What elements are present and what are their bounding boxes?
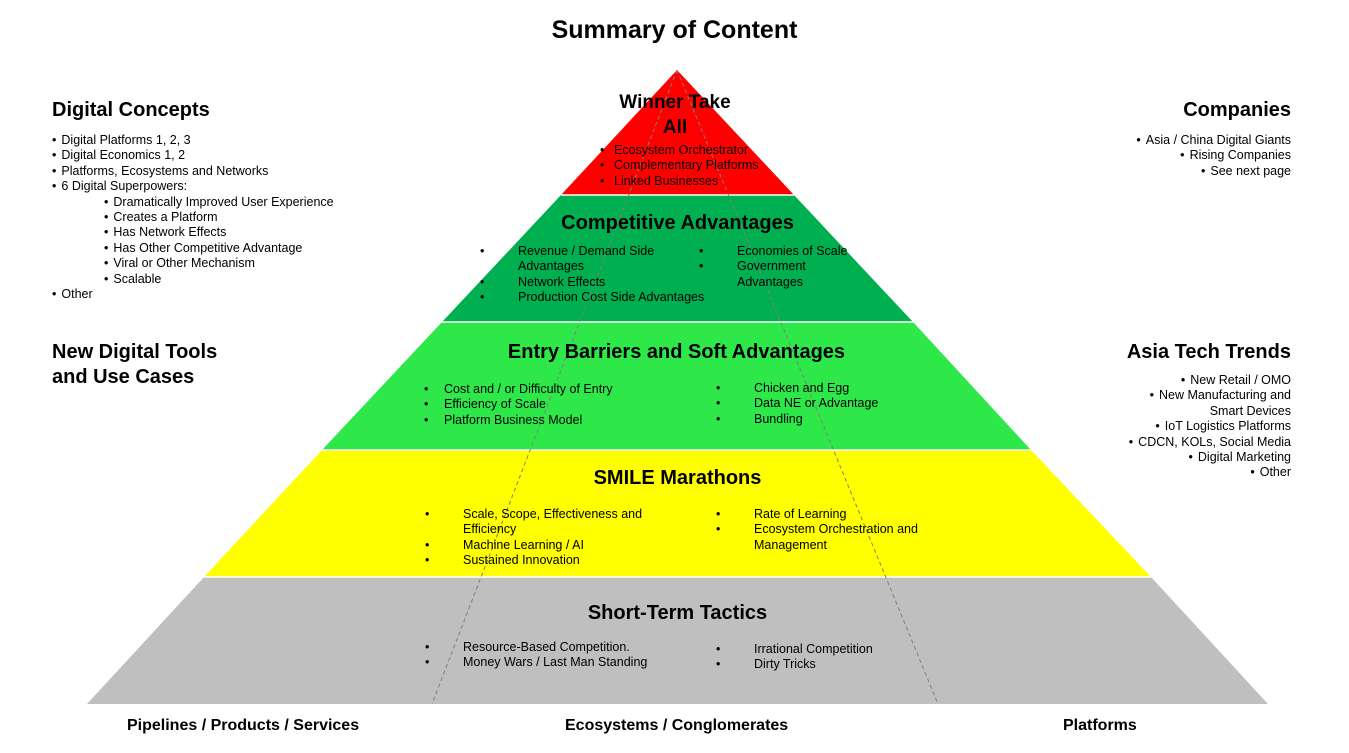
list-item: Rising Companies — [1136, 148, 1291, 163]
companies-list: Asia / China Digital Giants Rising Compa… — [1136, 133, 1291, 179]
layer-short-term-tactics — [87, 577, 1268, 704]
entry-barriers-right-list: Chicken and Egg Data NE or Advantage Bun… — [716, 381, 878, 428]
list-item-continuation: Advantages — [518, 259, 585, 274]
list-item: Rate of Learning — [716, 507, 918, 523]
competitive-advantages-heading: Competitive Advantages — [561, 212, 794, 234]
list-item: Other — [1129, 465, 1291, 480]
heading-line: Winner Take — [619, 92, 731, 113]
companies-heading: Companies — [1183, 99, 1291, 121]
list-item: Government — [699, 259, 847, 275]
list-subitem: Dramatically Improved User Experience — [52, 195, 333, 210]
list-item: Network Effects — [480, 275, 704, 291]
list-item: See next page — [1136, 164, 1291, 179]
list-item: CDCN, KOLs, Social Media — [1129, 435, 1291, 450]
list-item: Money Wars / Last Man Standing — [425, 655, 647, 671]
list-item-continuation: Management — [754, 537, 827, 552]
list-item: Economies of Scale — [699, 244, 847, 260]
list-item: Sustained Innovation — [425, 553, 642, 569]
list-item: Asia / China Digital Giants — [1136, 133, 1291, 148]
smile-marathons-left-list: Scale, Scope, Effectiveness and Efficien… — [425, 507, 642, 569]
list-item: Ecosystem Orchestrator — [600, 143, 759, 159]
list-item-continuation: Efficiency — [463, 522, 517, 537]
digital-concepts-list: Digital Platforms 1, 2, 3 Digital Econom… — [52, 133, 334, 302]
list-item: IoT Logistics Platforms — [1129, 419, 1291, 434]
short-term-tactics-left-list: Resource-Based Competition. Money Wars /… — [425, 640, 647, 671]
list-item: Machine Learning / AI — [425, 538, 642, 554]
list-item-continuation: Advantages — [737, 274, 804, 289]
list-item: Digital Marketing — [1129, 450, 1291, 465]
list-subitem: Creates a Platform — [52, 210, 334, 225]
smile-marathons-right-list: Rate of Learning Ecosystem Orchestration… — [716, 507, 918, 553]
short-term-tactics-right-list: Irrational Competition Dirty Tricks — [716, 642, 873, 673]
list-item: Other — [52, 287, 334, 302]
list-item: 6 Digital Superpowers: — [52, 179, 334, 194]
winner-take-all-heading: Winner Take All — [575, 90, 775, 140]
entry-barriers-left-list: Cost and / or Difficulty of Entry Effici… — [424, 382, 613, 429]
list-subitem: Scalable — [52, 272, 334, 287]
competitive-advantages-right-list: Economies of Scale Government Advantages — [699, 244, 847, 290]
digital-concepts-heading: Digital Concepts — [52, 99, 210, 121]
bottom-label-platforms: Platforms — [1063, 717, 1137, 734]
list-item: Cost and / or Difficulty of Entry — [424, 382, 613, 398]
list-item: Dirty Tricks — [716, 657, 873, 673]
list-item: Platforms, Ecosystems and Networks — [52, 164, 334, 179]
bottom-label-ecosystems: Ecosystems / Conglomerates — [565, 717, 789, 734]
new-digital-tools-heading: New Digital Tools and Use Cases — [52, 340, 217, 390]
list-item: Digital Economics 1, 2 — [52, 148, 334, 163]
smile-marathons-heading: SMILE Marathons — [593, 467, 762, 489]
list-item: Revenue / Demand Side — [480, 244, 704, 260]
heading-line: New Digital Tools — [52, 341, 218, 363]
list-item: Resource-Based Competition. — [425, 640, 647, 656]
list-item: Data NE or Advantage — [716, 396, 878, 412]
heading-line: All — [662, 117, 688, 138]
bottom-label-pipelines: Pipelines / Products / Services — [127, 717, 360, 734]
list-item: Production Cost Side Advantages — [480, 290, 704, 306]
list-item: Irrational Competition — [716, 642, 873, 658]
entry-barriers-heading: Entry Barriers and Soft Advantages — [507, 341, 846, 363]
short-term-tactics-heading: Short-Term Tactics — [587, 602, 768, 624]
list-item-continuation: Smart Devices — [1209, 403, 1291, 418]
asia-tech-trends-heading: Asia Tech Trends — [1126, 341, 1291, 363]
list-item: Platform Business Model — [424, 413, 613, 429]
list-subitem: Viral or Other Mechanism — [52, 256, 334, 271]
list-item: Scale, Scope, Effectiveness and — [425, 507, 642, 523]
heading-line: and Use Cases — [52, 366, 195, 388]
list-item: Efficiency of Scale — [424, 397, 613, 413]
competitive-advantages-left-list: Revenue / Demand Side Advantages Network… — [480, 244, 704, 306]
list-item: New Retail / OMO — [1129, 373, 1291, 388]
list-item: New Manufacturing and — [1129, 388, 1291, 403]
list-item: Bundling — [716, 412, 878, 428]
list-item: Digital Platforms 1, 2, 3 — [52, 133, 334, 148]
list-item: Linked Businesses — [600, 174, 759, 190]
page-title: Summary of Content — [551, 16, 798, 44]
list-item: Ecosystem Orchestration and — [716, 522, 918, 538]
list-item: Chicken and Egg — [716, 381, 878, 397]
winner-take-all-list: Ecosystem Orchestrator Complementary Pla… — [600, 143, 759, 190]
list-item: Complementary Platforms — [600, 158, 759, 174]
list-subitem: Has Other Competitive Advantage — [52, 241, 334, 256]
list-subitem: Has Network Effects — [52, 225, 334, 240]
asia-tech-trends-list: New Retail / OMO New Manufacturing and S… — [1129, 373, 1291, 481]
